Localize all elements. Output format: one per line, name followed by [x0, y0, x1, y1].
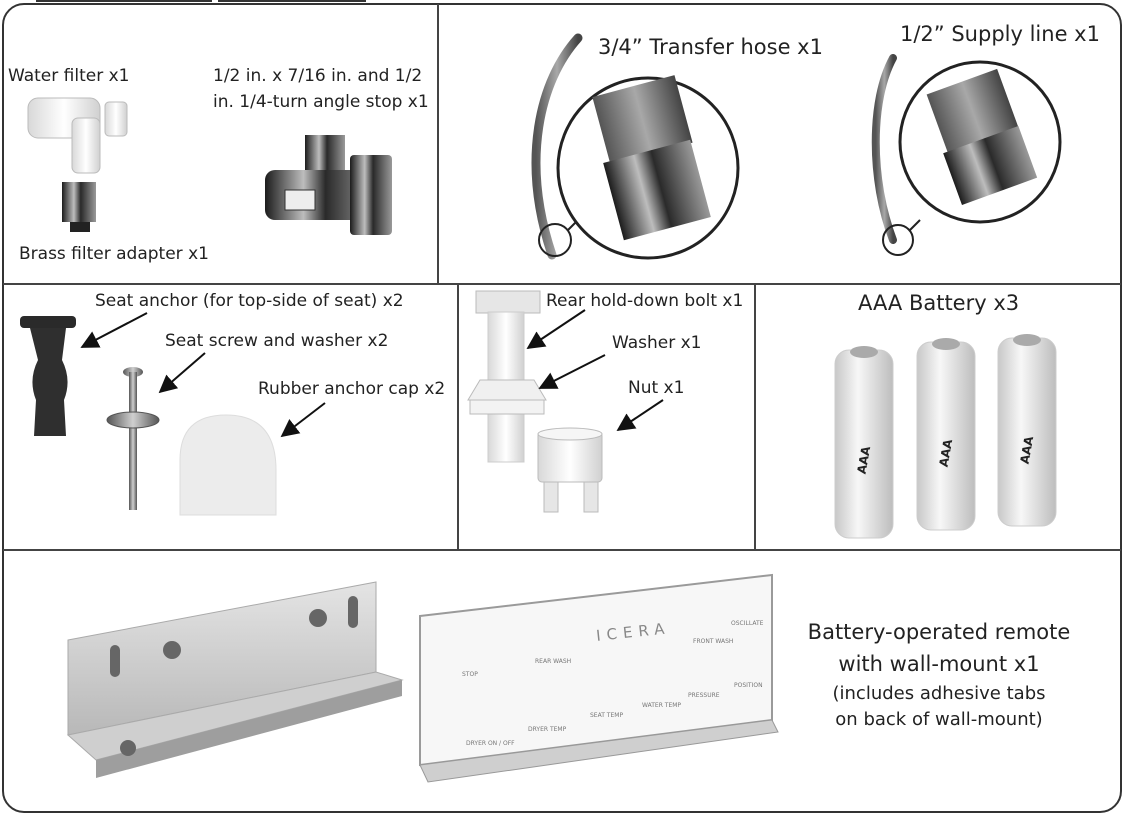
label-angle-stop-line2: in. 1/4-turn angle stop x1	[213, 92, 429, 112]
remote-button-label: REAR WASH	[535, 658, 572, 665]
rear-bolt-image	[467, 290, 547, 463]
remote-button-label: DRYER TEMP	[528, 726, 567, 733]
divider-mid-right	[754, 284, 756, 550]
remote-panel-image	[419, 573, 779, 783]
divider-mid-left	[457, 284, 459, 550]
battery-images	[834, 334, 1057, 539]
label-rubber-cap: Rubber anchor cap x2	[258, 379, 446, 399]
remote-button-label: OSCILLATE	[731, 620, 764, 627]
label-supply-line: 1/2” Supply line x1	[900, 22, 1100, 46]
remote-button-label: FRONT WASH	[693, 638, 734, 645]
label-seat-anchor: Seat anchor (for top-side of seat) x2	[95, 291, 404, 311]
transfer-hose-image	[531, 33, 740, 260]
divider-row2	[3, 549, 1121, 551]
label-remote-line2: with wall-mount x1	[838, 652, 1040, 676]
label-rear-bolt: Rear hold-down bolt x1	[546, 291, 744, 311]
label-washer: Washer x1	[612, 333, 702, 353]
top-edge-mark	[218, 0, 366, 2]
divider-row1	[3, 283, 1121, 285]
supply-line-image	[871, 54, 1062, 256]
seat-anchor-image	[20, 316, 76, 436]
parts-sheet-frame	[2, 3, 1122, 813]
label-seat-screw: Seat screw and washer x2	[165, 331, 389, 351]
remote-button-label: WATER TEMP	[642, 702, 682, 709]
remote-button-label: STOP	[462, 671, 478, 678]
remote-button-label: PRESSURE	[688, 692, 720, 699]
seat-screw-image	[106, 367, 160, 510]
callout-arrows	[80, 309, 664, 438]
label-angle-stop-line1: 1/2 in. x 7/16 in. and 1/2	[213, 66, 423, 86]
remote-button-label: DRYER ON / OFF	[466, 740, 515, 747]
nut-image	[537, 427, 603, 513]
label-brass-adapter: Brass filter adapter x1	[19, 244, 209, 264]
label-nut: Nut x1	[628, 378, 685, 398]
label-water-filter: Water filter x1	[8, 66, 130, 86]
wall-mount-bracket-image	[66, 581, 404, 778]
label-remote-line3: (includes adhesive tabs	[832, 683, 1046, 704]
remote-button-label: SEAT TEMP	[590, 712, 624, 719]
label-transfer-hose: 3/4” Transfer hose x1	[598, 35, 823, 59]
remote-button-label: POSITION	[734, 682, 763, 689]
divider-top	[437, 4, 439, 284]
rubber-cap-image	[179, 414, 277, 516]
label-remote-line1: Battery-operated remote	[807, 620, 1071, 644]
angle-stop-image	[265, 135, 392, 235]
label-battery: AAA Battery x3	[858, 291, 1020, 315]
label-remote-line4: on back of wall-mount)	[835, 709, 1043, 730]
top-edge-mark	[36, 0, 212, 2]
water-filter-image	[27, 97, 128, 232]
